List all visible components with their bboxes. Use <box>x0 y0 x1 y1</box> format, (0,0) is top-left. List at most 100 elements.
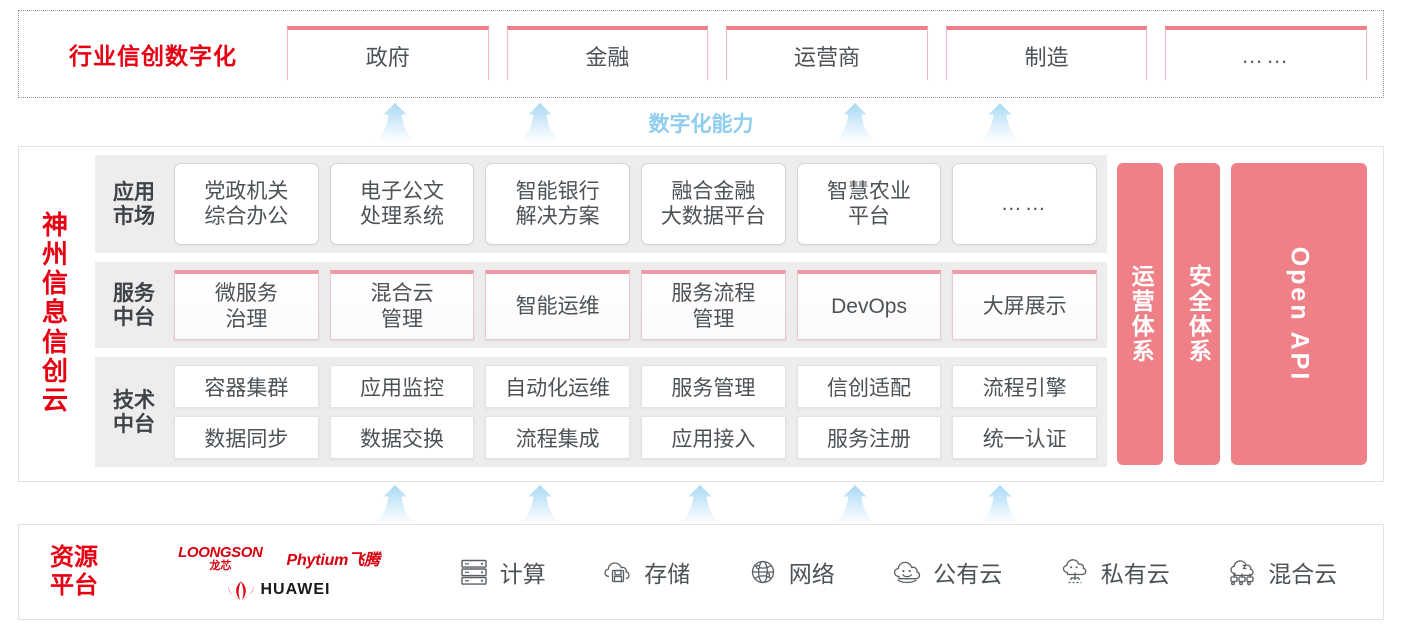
industry-cell-5[interactable]: …… <box>1165 26 1367 92</box>
app-market-cell-1[interactable]: 党政机关综合办公 <box>174 163 319 245</box>
app-market-cell-label: 融合金融大数据平台 <box>661 179 766 229</box>
service-platform-cell-2[interactable]: 混合云管理 <box>329 270 475 340</box>
layer-label-line-2: 中台 <box>113 412 155 436</box>
industry-cell-1[interactable]: 政府 <box>287 26 489 92</box>
cell-line: 处理系统 <box>360 205 444 228</box>
cloud-title-char-4: 息 <box>41 298 68 329</box>
tech-cell-1-3[interactable]: 自动化运维 <box>485 365 631 408</box>
cloud-title-char-2: 州 <box>41 240 68 271</box>
app-market-cell-6[interactable]: …… <box>952 163 1098 245</box>
industry-cell-list: 政府 金融 运营商 制造 …… <box>287 26 1383 92</box>
service-platform-cell-1[interactable]: 微服务治理 <box>174 270 319 340</box>
cell-line: 服务流程 <box>671 282 756 306</box>
cell-line: DevOps <box>831 294 907 318</box>
industry-cell-4[interactable]: 制造 <box>945 26 1148 92</box>
network-globe-icon <box>746 555 780 589</box>
tech-cell-1-1[interactable]: 容器集群 <box>174 365 319 408</box>
huawei-logo: HUAWEI <box>227 580 331 600</box>
resource-item-4[interactable]: 公有云 <box>890 555 1002 589</box>
cell-line: 党政机关 <box>204 179 289 203</box>
cell-line: 管理 <box>381 307 423 331</box>
tech-cell-1-6[interactable]: 流程引擎 <box>952 365 1098 408</box>
resource-item-2[interactable]: 存储 <box>601 555 690 589</box>
resource-item-3[interactable]: 网络 <box>746 555 835 589</box>
service-platform-cell-label: 微服务治理 <box>215 281 278 331</box>
tech-grid: 容器集群应用监控自动化运维服务管理信创适配流程引擎数据同步数据交换流程集成应用接… <box>174 365 1098 459</box>
service-platform-cell-6[interactable]: 大屏展示 <box>952 270 1098 340</box>
resource-item-label: 网络 <box>788 561 835 587</box>
app-market-cell-2[interactable]: 电子公文处理系统 <box>329 163 475 245</box>
side-panel-1[interactable]: 运营体系 <box>1117 163 1164 465</box>
resource-platform-title: 资源平台 <box>19 543 129 600</box>
service-platform-cell-3[interactable]: 智能运维 <box>485 270 631 340</box>
resource-item-label: 私有云 <box>1100 561 1170 587</box>
huawei-logo-text: HUAWEI <box>260 581 331 598</box>
side-panel-label: Open API <box>1285 246 1314 382</box>
layer-label-service-platform: 服务中台 <box>105 281 163 330</box>
app-market-cell-label: 电子公文处理系统 <box>360 179 444 229</box>
cell-line: 智慧农业 <box>827 179 912 203</box>
side-panel-list: 运营体系安全体系 Open API <box>1117 155 1369 473</box>
capability-arrow-3 <box>833 102 877 142</box>
public-cloud-icon <box>890 555 924 589</box>
layer-label-line-2: 市场 <box>113 204 155 228</box>
tech-cell-2-5[interactable]: 服务注册 <box>796 416 942 459</box>
tech-cell-2-6[interactable]: 统一认证 <box>952 416 1098 459</box>
tech-cell-2-1[interactable]: 数据同步 <box>174 416 319 459</box>
resource-item-label: 混合云 <box>1268 561 1338 587</box>
service-platform-cell-5[interactable]: DevOps <box>796 270 942 340</box>
cell-line: 平台 <box>848 205 891 228</box>
capability-label: 数字化能力 <box>648 113 754 136</box>
cell-line: 混合云 <box>370 282 434 306</box>
cloud-title-char-6: 创 <box>41 356 68 387</box>
service-platform-cell-label: DevOps <box>831 294 907 319</box>
tech-cell-1-4[interactable]: 服务管理 <box>641 365 786 408</box>
resource-item-6[interactable]: 混合云 <box>1225 555 1337 589</box>
cloud-title-char-5: 信 <box>41 327 68 358</box>
resource-item-label: 计算 <box>499 561 546 587</box>
capability-arrow-row: 数字化能力 <box>0 100 1402 142</box>
tech-cell-2-3[interactable]: 流程集成 <box>485 416 631 459</box>
industry-band-title: 行业信创数字化 <box>69 44 237 70</box>
cloud-platform-title: 神州信息信创云 <box>19 147 91 481</box>
industry-cell-label: 金融 <box>585 45 630 70</box>
resource-arrow-5 <box>978 484 1022 524</box>
cell-list-app-market: 党政机关综合办公 电子公文处理系统智能银行解决方案融合金融大数据平台 智慧农业平台 …… <box>174 163 1098 245</box>
app-market-cell-5[interactable]: 智慧农业平台 <box>796 163 942 245</box>
side-panel-2[interactable]: 安全体系 <box>1174 163 1221 465</box>
resource-arrow-1 <box>373 484 417 524</box>
side-panel-3[interactable]: Open API <box>1231 163 1367 465</box>
app-market-cell-label: 智慧农业平台 <box>827 179 911 229</box>
app-market-cell-label: 党政机关综合办公 <box>204 179 288 229</box>
cloud-platform-content: 应用市场党政机关综合办公 电子公文处理系统智能银行解决方案融合金融大数据平台 智慧农… <box>91 147 1383 481</box>
resource-item-1[interactable]: 计算 <box>457 555 546 589</box>
industry-cell-3[interactable]: 运营商 <box>726 26 928 92</box>
cell-line: 管理 <box>692 307 735 331</box>
vendor-logo-row-top: LOONGSON 龙芯 Phytium飞腾 <box>178 545 380 572</box>
phytium-logo: Phytium飞腾 <box>286 552 380 569</box>
private-cloud-icon <box>1058 555 1092 589</box>
cloud-title-char-7: 云 <box>41 385 68 416</box>
app-market-cell-4[interactable]: 融合金融大数据平台 <box>641 163 786 245</box>
tech-cell-2-2[interactable]: 数据交换 <box>329 416 475 459</box>
loongson-logo-text: LOONGSON <box>178 543 263 561</box>
layer-label-line-2: 中台 <box>113 305 155 329</box>
cloud-layer-list: 应用市场党政机关综合办公 电子公文处理系统智能银行解决方案融合金融大数据平台 智慧农… <box>95 155 1107 473</box>
resource-arrow-3 <box>678 484 722 524</box>
layer-label-app-market: 应用市场 <box>105 180 163 229</box>
side-panel-label: 安全体系 <box>1184 264 1211 364</box>
cell-line: 大屏展示 <box>982 294 1067 318</box>
app-market-cell-label: …… <box>1001 191 1049 216</box>
resource-item-label: 公有云 <box>933 561 1003 587</box>
industry-cell-2[interactable]: 金融 <box>506 26 709 92</box>
tech-cell-1-2[interactable]: 应用监控 <box>329 365 475 408</box>
tech-cell-2-4[interactable]: 应用接入 <box>641 416 786 459</box>
tech-cell-1-5[interactable]: 信创适配 <box>796 365 942 408</box>
loongson-logo: LOONGSON 龙芯 <box>178 543 263 572</box>
industry-cell-label: 制造 <box>1024 45 1069 70</box>
resource-item-5[interactable]: 私有云 <box>1058 555 1170 589</box>
app-market-cell-3[interactable]: 智能银行解决方案 <box>485 163 631 245</box>
cloud-platform-box: 神州信息信创云 应用市场党政机关综合办公电子公文处理系统智能银行解决方案融合金融… <box>18 146 1384 482</box>
service-platform-cell-4[interactable]: 服务流程管理 <box>641 270 786 340</box>
